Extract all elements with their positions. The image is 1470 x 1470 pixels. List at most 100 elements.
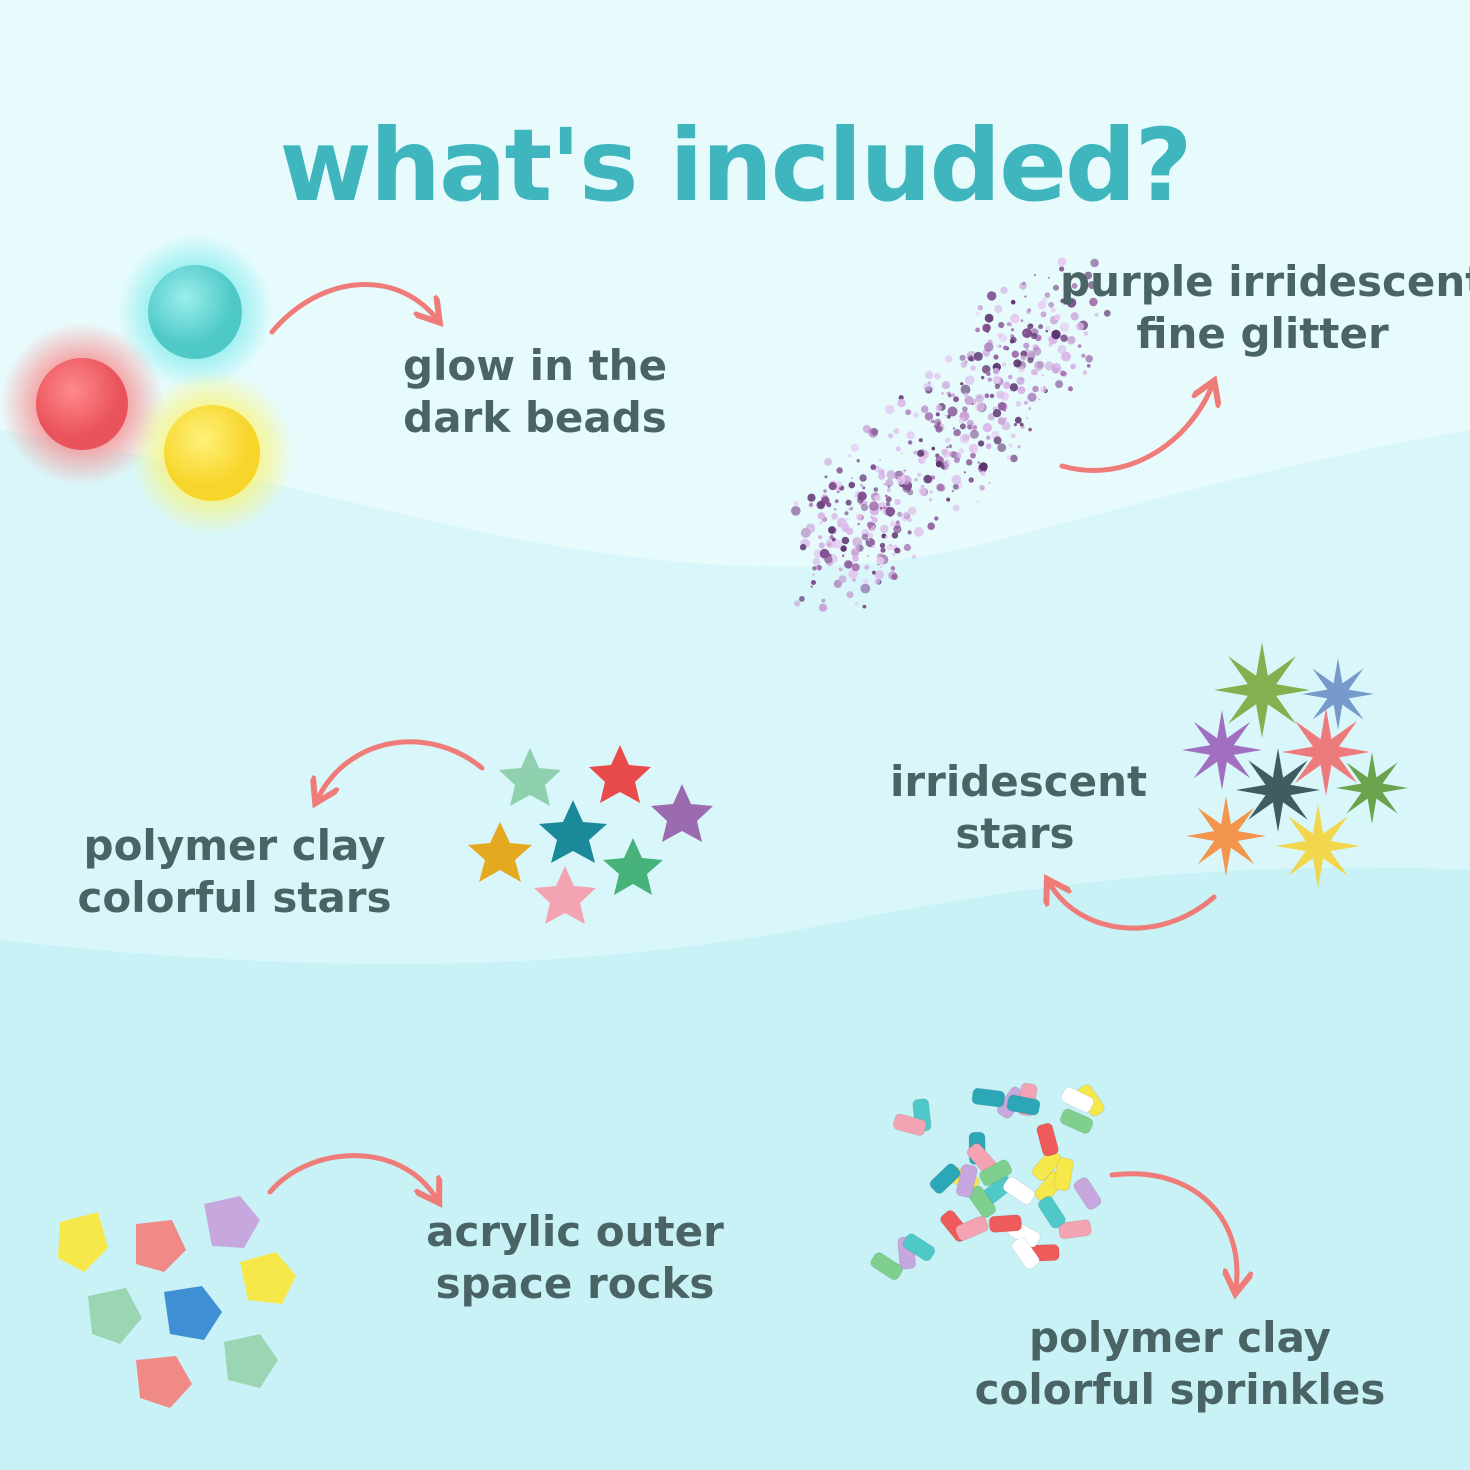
glitter-particle bbox=[807, 493, 816, 502]
glitter-particle bbox=[894, 547, 901, 554]
arrow-glitter bbox=[1059, 386, 1212, 473]
glitter-particle bbox=[1017, 365, 1025, 373]
glitter-particle bbox=[901, 513, 910, 522]
glitter-particle bbox=[962, 406, 968, 412]
glitter-particle bbox=[1010, 313, 1020, 324]
glitter-particle bbox=[821, 496, 830, 505]
glitter-particle bbox=[1070, 363, 1076, 370]
glitter-particle bbox=[981, 375, 985, 380]
glitter-particle bbox=[944, 414, 948, 417]
glitter-particle bbox=[866, 521, 874, 528]
glitter-particle bbox=[1024, 295, 1027, 298]
glitter-particle bbox=[976, 500, 979, 503]
glitter-particle bbox=[844, 560, 853, 569]
glitter-particle bbox=[1019, 422, 1024, 427]
glitter-particle bbox=[1048, 301, 1055, 308]
glitter-particle bbox=[848, 481, 856, 489]
glitter-particle bbox=[905, 409, 912, 416]
glitter-particle bbox=[987, 377, 992, 382]
glitter-particle bbox=[1044, 292, 1051, 298]
glitter-particle bbox=[831, 512, 838, 520]
glitter-particle bbox=[869, 501, 879, 511]
glitter-particle bbox=[985, 443, 992, 450]
glitter-particle bbox=[874, 494, 881, 502]
glitter-particle bbox=[1094, 313, 1099, 317]
glitter-particle bbox=[1055, 380, 1064, 389]
glitter-particle bbox=[799, 544, 807, 551]
glitter-particle bbox=[1008, 374, 1013, 380]
glitter-particle bbox=[1047, 276, 1050, 279]
glitter-particle bbox=[977, 305, 983, 311]
glitter-particle bbox=[951, 393, 956, 398]
sprinkle bbox=[1037, 1195, 1066, 1229]
glitter-particle bbox=[1081, 353, 1086, 358]
glitter-particle bbox=[981, 365, 991, 374]
space-rocks-icon bbox=[58, 1196, 296, 1408]
glitter-particle bbox=[992, 409, 1002, 418]
page-title: what's included? bbox=[279, 107, 1192, 224]
glitter-particle bbox=[951, 489, 955, 493]
glitter-particle bbox=[1022, 328, 1032, 339]
glitter-particle bbox=[897, 398, 906, 408]
glitter-particle bbox=[941, 392, 944, 395]
glitter-particle bbox=[1054, 314, 1061, 321]
label-glow-beads: glow in the dark beads bbox=[402, 341, 668, 442]
glitter-particle bbox=[989, 393, 995, 399]
glitter-particle bbox=[1089, 297, 1098, 307]
glitter-particle bbox=[935, 425, 943, 433]
glitter-particle bbox=[855, 513, 863, 521]
glitter-particle bbox=[821, 598, 826, 603]
glitter-particle bbox=[838, 567, 843, 572]
sprinkle bbox=[892, 1113, 927, 1136]
glitter-particle bbox=[846, 591, 854, 599]
glitter-particle bbox=[973, 351, 983, 361]
glitter-particle bbox=[890, 566, 896, 571]
glitter-particle bbox=[1027, 323, 1034, 330]
glitter-particle bbox=[865, 537, 875, 548]
glitter-particle bbox=[860, 503, 869, 512]
glitter-particle bbox=[862, 604, 867, 609]
glitter-particle bbox=[893, 428, 900, 435]
glitter-particle bbox=[952, 427, 956, 430]
glitter-particle bbox=[885, 478, 894, 487]
sprinkle bbox=[955, 1163, 978, 1198]
glitter-particle bbox=[811, 580, 816, 585]
glitter-particle bbox=[1083, 331, 1089, 336]
glitter-particle bbox=[868, 427, 878, 438]
glitter-particle bbox=[883, 506, 886, 510]
label-glitter: purple irridescent fine glitter bbox=[1060, 257, 1470, 358]
glitter-particle bbox=[963, 392, 969, 398]
glitter-particle bbox=[951, 474, 962, 485]
glitter-particle bbox=[1011, 350, 1019, 358]
glitter-particle bbox=[850, 443, 860, 452]
glitter-particle bbox=[1068, 386, 1073, 392]
glitter-particle bbox=[907, 440, 913, 445]
glitter-particle bbox=[1028, 407, 1032, 410]
glitter-particle bbox=[824, 457, 833, 466]
glitter-particle bbox=[828, 482, 837, 491]
glitter-particle bbox=[914, 477, 919, 482]
glitter-particle bbox=[1024, 400, 1028, 405]
clay-star bbox=[651, 784, 713, 842]
glitter-particle bbox=[966, 459, 973, 466]
irridescent-star bbox=[1186, 796, 1266, 876]
glitter-particle bbox=[1084, 271, 1093, 280]
space-rock bbox=[58, 1212, 108, 1272]
glitter-particle bbox=[972, 424, 978, 430]
glitter-particle bbox=[993, 354, 999, 360]
glitter-particle bbox=[860, 583, 871, 594]
glitter-particle bbox=[1096, 286, 1100, 290]
space-rock bbox=[136, 1220, 186, 1272]
glitter-particle bbox=[880, 547, 886, 553]
glitter-particle bbox=[1010, 299, 1016, 305]
glitter-particle bbox=[1064, 274, 1069, 280]
glitter-particle bbox=[959, 354, 966, 361]
glitter-particle bbox=[864, 564, 870, 570]
glitter-particle bbox=[805, 523, 816, 534]
glitter-particle bbox=[979, 462, 988, 471]
glitter-particle bbox=[948, 444, 953, 449]
glitter-particle bbox=[984, 393, 990, 399]
glitter-particle bbox=[856, 459, 860, 463]
glitter-particle bbox=[1077, 344, 1082, 348]
glitter-particle bbox=[941, 381, 951, 390]
